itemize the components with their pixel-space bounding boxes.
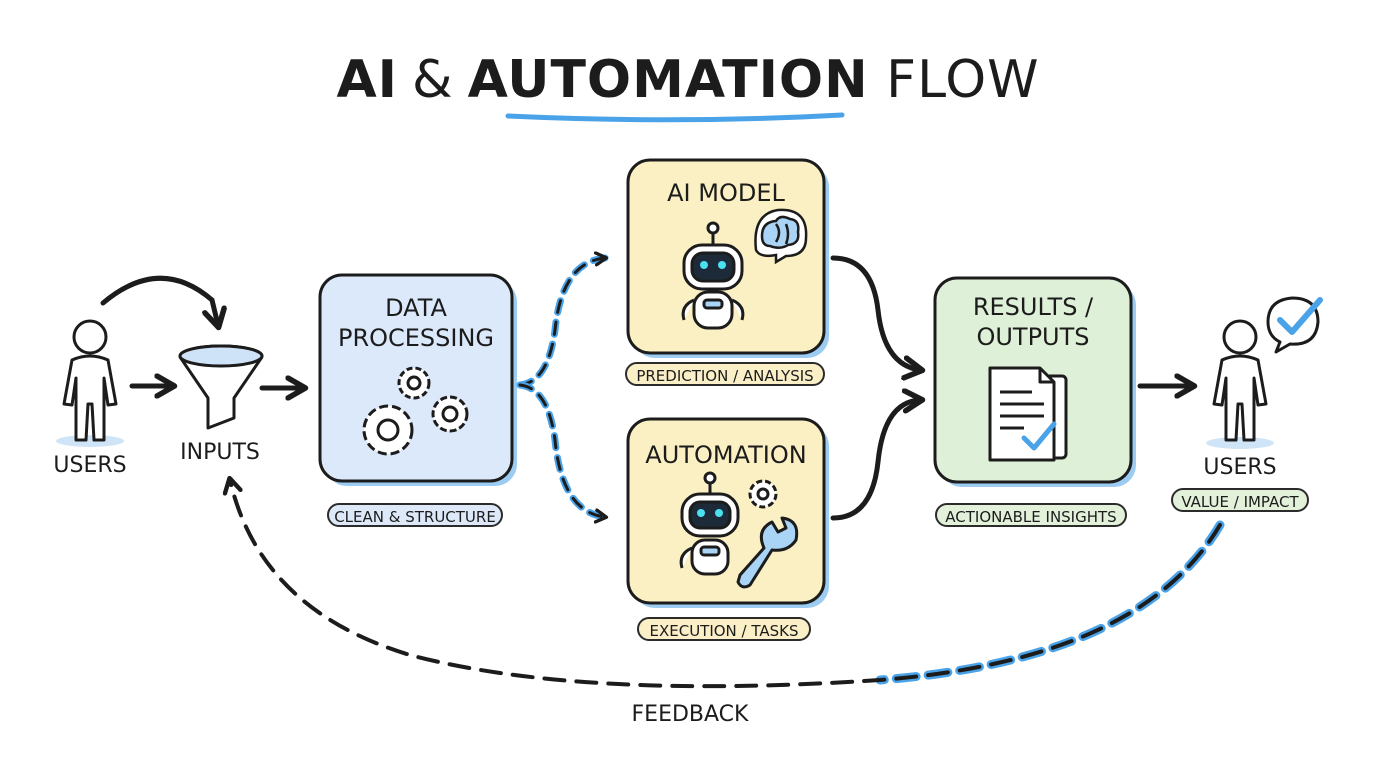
page-title: AI&AUTOMATION FLOW	[0, 50, 1376, 110]
feedback-arrow	[230, 480, 1222, 689]
title-underline	[505, 112, 845, 123]
checkmark-bubble-icon	[1266, 296, 1323, 354]
inputs-label: INPUTS	[180, 440, 260, 465]
arrow-ai-model-to-results	[830, 255, 920, 370]
arrow-users-to-funnel	[100, 275, 218, 325]
arrow-processing-to-ai-model	[516, 254, 609, 389]
results-title-line2: OUTPUTS	[976, 323, 1090, 351]
gears-icon	[362, 366, 469, 456]
ai-model-title: AI MODEL	[667, 179, 785, 207]
data-processing-tag: CLEAN & STRUCTURE	[327, 503, 503, 527]
automation-tag: EXECUTION / TASKS	[637, 617, 811, 641]
results-tag: ACTIONABLE INSIGHTS	[935, 503, 1127, 527]
feedback-label: FEEDBACK	[631, 702, 749, 727]
users-right-label: USERS	[1203, 455, 1277, 480]
results-title: RESULTS / OUTPUTS	[935, 292, 1131, 352]
brain-icon	[754, 208, 808, 265]
arrow-automation-to-results	[830, 400, 920, 521]
title-part-ai: AI	[336, 50, 399, 110]
ai-model-tag: PREDICTION / ANALYSIS	[625, 362, 825, 386]
results-title-line1: RESULTS /	[972, 293, 1094, 321]
users-right-tag: VALUE / IMPACT	[1171, 488, 1309, 512]
title-ampersand: &	[412, 50, 454, 110]
data-processing-title-line2: PROCESSING	[337, 324, 495, 352]
data-processing-title-line1: DATA	[385, 294, 447, 322]
gear-icon	[748, 479, 778, 509]
wrench-icon	[736, 516, 799, 589]
document-icon	[988, 366, 1068, 462]
automation-title: AUTOMATION	[645, 441, 807, 469]
title-part-flow: FLOW	[886, 50, 1040, 110]
title-part-automation: AUTOMATION	[467, 50, 869, 110]
funnel-icon	[178, 344, 264, 430]
arrow-processing-to-automation	[516, 381, 609, 521]
users-left-person-icon	[56, 319, 124, 447]
users-right-person-icon	[1206, 319, 1274, 449]
data-processing-title: DATA PROCESSING	[320, 293, 512, 353]
robot-icon	[679, 471, 740, 576]
users-left-label: USERS	[53, 453, 127, 478]
robot-icon	[681, 221, 745, 330]
feedback-arrow-blue-glow	[875, 520, 1225, 685]
